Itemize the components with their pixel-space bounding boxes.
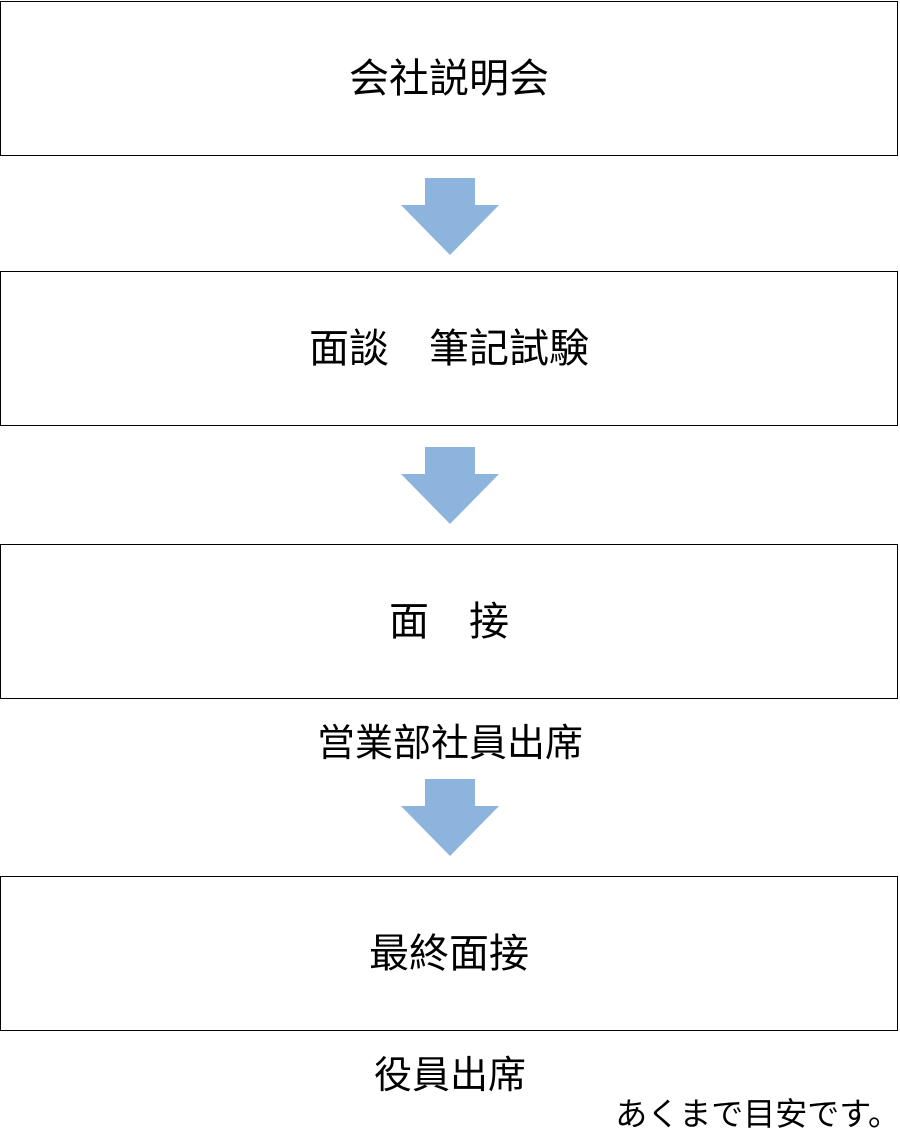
down-arrow-icon	[401, 447, 499, 524]
step-box-final-interview: 最終面接	[0, 876, 898, 1031]
step-label: 会社説明会	[349, 55, 549, 102]
step-note-sales-staff: 営業部社員出席	[316, 721, 583, 765]
step-box-interview-written-test: 面談 筆記試験	[0, 271, 898, 426]
step-label: 面談 筆記試験	[309, 325, 589, 372]
down-arrow-icon	[401, 779, 499, 856]
step-label: 面 接	[389, 598, 509, 645]
footnote: あくまで目安です。	[615, 1095, 900, 1133]
down-arrow-icon	[401, 178, 499, 255]
step-note-executives: 役員出席	[373, 1053, 526, 1097]
step-box-interview: 面 接	[0, 544, 898, 699]
step-label: 最終面接	[369, 930, 529, 977]
step-box-company-briefing: 会社説明会	[0, 1, 898, 156]
